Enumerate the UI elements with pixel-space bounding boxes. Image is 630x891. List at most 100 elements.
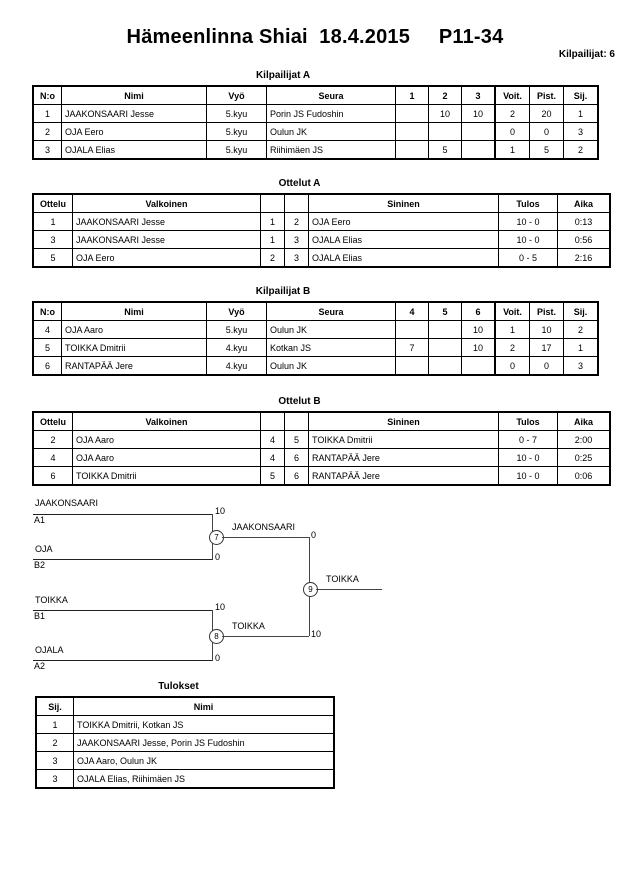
matches-a-row1-blue: OJALA Elias <box>308 230 499 249</box>
col-matches-a-white: Valkoinen <box>72 194 261 213</box>
results-row2-rank: 3 <box>36 751 74 770</box>
caption-matches-b: Ottelut B <box>278 396 321 407</box>
table-matches-b: Ottelu Valkoinen Sininen Tulos Aika 2 OJ… <box>32 411 611 486</box>
caption-pool-b: Kilpailijat B <box>255 286 311 297</box>
table-row: 3 OJALA Elias, Riihimäen JS <box>36 769 334 788</box>
matches-b-row2-result: 10 - 0 <box>498 466 558 485</box>
pool-b-row2-wins: 0 <box>494 356 530 375</box>
pool-a-row1-points: 0 <box>529 122 564 141</box>
caption-results: Tulokset <box>158 681 199 692</box>
pool-a-row1-r3 <box>461 122 496 141</box>
bracket-sf2-bottom-seed: A2 <box>34 661 46 671</box>
bracket-final-winner-line <box>316 589 382 590</box>
bracket-sf2-top-seed: B1 <box>34 611 46 621</box>
bracket-sf2-top-score: 10 <box>215 602 226 612</box>
pool-a-row1-wins: 0 <box>494 122 530 141</box>
col-pool-b-belt: Vyö <box>206 302 267 321</box>
matches-a-row2-no: 5 <box>33 248 73 267</box>
caption-pool-a: Kilpailijat A <box>255 70 311 81</box>
table-header-row: Ottelu Valkoinen Sininen Tulos Aika <box>33 194 610 213</box>
col-pool-b-wins: Voit. <box>494 302 530 321</box>
bracket-sf2-bottom-line <box>33 660 213 661</box>
pool-a-row1-no: 2 <box>33 122 62 141</box>
bracket-final-bottom-score: 10 <box>311 629 322 639</box>
pool-a-row2-club: Riihimäen JS <box>266 140 396 159</box>
matches-b-row1-no: 4 <box>33 448 73 467</box>
col-matches-b-result: Tulos <box>498 412 558 431</box>
matches-b-row0-blue: TOIKKA Dmitrii <box>308 430 499 449</box>
table-row: 2 OJA Eero 5.kyu Oulun JK 0 0 3 <box>33 122 598 141</box>
matches-a-row2-white-no: 2 <box>260 248 285 267</box>
matches-a-row1-time: 0:56 <box>557 230 610 249</box>
col-pool-b-r2: 5 <box>428 302 462 321</box>
results-row0-rank: 1 <box>36 715 74 734</box>
matches-a-row0-white: JAAKONSAARI Jesse <box>72 212 261 231</box>
table-pool-b: N:o Nimi Vyö Seura 4 5 6 Voit. Pist. Sij… <box>32 301 599 376</box>
pool-b-row0-wins: 1 <box>494 320 530 339</box>
bracket-final-winner: TOIKKA <box>326 574 359 584</box>
pool-a-row0-belt: 5.kyu <box>206 104 267 123</box>
table-matches-a: Ottelu Valkoinen Sininen Tulos Aika 1 JA… <box>32 193 611 268</box>
results-row3-name: OJALA Elias, Riihimäen JS <box>73 769 334 788</box>
matches-a-row1-result: 10 - 0 <box>498 230 558 249</box>
results-row0-name: TOIKKA Dmitrii, Kotkan JS <box>73 715 334 734</box>
bracket-sf1-bottom-name: OJA <box>35 544 53 554</box>
bracket-sf2-top-name: TOIKKA <box>35 595 68 605</box>
pool-a-row1-r2 <box>428 122 462 141</box>
col-pool-a-wins: Voit. <box>494 86 530 105</box>
pool-a-row2-name: OJALA Elias <box>61 140 207 159</box>
matches-a-row1-no: 3 <box>33 230 73 249</box>
caption-matches-a: Ottelut A <box>278 178 321 189</box>
pool-b-row0-r2 <box>428 320 462 339</box>
pool-b-row2-name: RANTAPÄÄ Jere <box>61 356 207 375</box>
col-matches-a-white-no <box>260 194 285 213</box>
pool-a-row2-points: 5 <box>529 140 564 159</box>
matches-b-row0-white: OJA Aaro <box>72 430 261 449</box>
pool-a-row1-name: OJA Eero <box>61 122 207 141</box>
pool-a-row1-belt: 5.kyu <box>206 122 267 141</box>
matches-b-row1-blue: RANTAPÄÄ Jere <box>308 448 499 467</box>
matches-b-row1-white: OJA Aaro <box>72 448 261 467</box>
table-row: 3 OJA Aaro, Oulun JK <box>36 751 334 770</box>
bracket-sf1-bottom-line <box>33 559 213 560</box>
matches-a-row1-blue-no: 3 <box>284 230 309 249</box>
pool-b-row1-name: TOIKKA Dmitrii <box>61 338 207 357</box>
pool-b-row0-r3: 10 <box>461 320 496 339</box>
col-pool-b-club: Seura <box>266 302 396 321</box>
pool-b-row2-rank: 3 <box>563 356 598 375</box>
table-row: 1 JAAKONSAARI Jesse 1 2 OJA Eero 10 - 0 … <box>33 212 610 231</box>
matches-a-row2-time: 2:16 <box>557 248 610 267</box>
pool-b-row2-club: Oulun JK <box>266 356 396 375</box>
pool-b-row2-points: 0 <box>529 356 564 375</box>
pool-b-row2-belt: 4.kyu <box>206 356 267 375</box>
col-matches-b-white-no <box>260 412 285 431</box>
col-results-rank: Sij. <box>36 697 74 716</box>
pool-a-row0-no: 1 <box>33 104 62 123</box>
col-matches-a-result: Tulos <box>498 194 558 213</box>
bracket-sf2-winner-line <box>222 636 309 637</box>
col-matches-b-white: Valkoinen <box>72 412 261 431</box>
table-header-row: Sij. Nimi <box>36 697 334 716</box>
pool-a-row0-wins: 2 <box>494 104 530 123</box>
matches-b-row2-white: TOIKKA Dmitrii <box>72 466 261 485</box>
col-pool-a-club: Seura <box>266 86 396 105</box>
pool-b-row2-r1 <box>395 356 429 375</box>
results-row1-rank: 2 <box>36 733 74 752</box>
pool-b-row0-rank: 2 <box>563 320 598 339</box>
pool-a-row2-rank: 2 <box>563 140 598 159</box>
col-matches-a-blue: Sininen <box>308 194 499 213</box>
matches-b-row0-white-no: 4 <box>260 430 285 449</box>
pool-a-row2-r3 <box>461 140 496 159</box>
col-pool-a-r3: 3 <box>461 86 496 105</box>
matches-b-row0-time: 2:00 <box>557 430 610 449</box>
matches-b-row1-white-no: 4 <box>260 448 285 467</box>
table-row: 5 TOIKKA Dmitrii 4.kyu Kotkan JS 7 10 2 … <box>33 338 598 357</box>
table-row: 1 TOIKKA Dmitrii, Kotkan JS <box>36 715 334 734</box>
col-matches-a-time: Aika <box>557 194 610 213</box>
table-row: 4 OJA Aaro 4 6 RANTAPÄÄ Jere 10 - 0 0:25 <box>33 448 610 467</box>
col-matches-a-blue-no <box>284 194 309 213</box>
matches-b-row2-no: 6 <box>33 466 73 485</box>
bracket-final-top-score: 0 <box>311 530 317 540</box>
matches-a-row0-result: 10 - 0 <box>498 212 558 231</box>
pool-b-row1-r1: 7 <box>395 338 429 357</box>
